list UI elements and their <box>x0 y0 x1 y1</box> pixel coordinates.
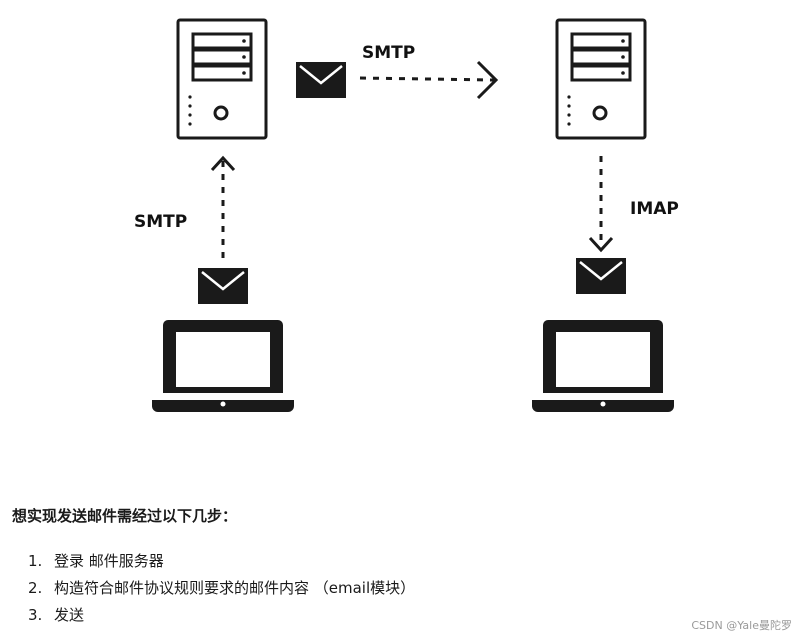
step-number: 2. <box>28 579 43 597</box>
receiver-server-dots <box>567 39 625 126</box>
steps-list: 1. 登录 邮件服务器 2. 构造符合邮件协议规则要求的邮件内容 （email模块）… <box>12 548 415 629</box>
receiver-laptop-icon <box>532 320 674 412</box>
step-label: 登录 邮件服务器 <box>54 552 164 570</box>
smtp-server-arrow <box>359 60 499 100</box>
mail-icon <box>576 258 626 294</box>
smtp-top-label: SMTP <box>362 43 415 63</box>
intro-heading: 想实现发送邮件需经过以下几步： <box>12 507 238 525</box>
list-item: 1. 登录 邮件服务器 <box>12 548 415 575</box>
mail-icon <box>198 268 248 304</box>
step-number: 3. <box>28 606 43 624</box>
sender-server-icon <box>176 18 268 140</box>
list-item: 2. 构造符合邮件协议规则要求的邮件内容 （email模块） <box>12 575 415 602</box>
imap-label: IMAP <box>630 199 679 219</box>
email-flow-diagram: SMTP SMTP IMAP <box>134 18 679 412</box>
smtp-left-label: SMTP <box>134 212 187 232</box>
imap-download-arrow <box>588 156 614 253</box>
receiver-server-icon <box>555 18 647 140</box>
step-label: 构造符合邮件协议规则要求的邮件内容 （email模块） <box>54 579 416 597</box>
smtp-upload-arrow <box>210 155 236 258</box>
step-label: 发送 <box>54 606 85 624</box>
sender-laptop-icon <box>152 320 294 412</box>
list-item: 3. 发送 <box>12 602 415 629</box>
mail-icon <box>296 62 346 98</box>
step-number: 1. <box>28 552 43 570</box>
sender-server-dots <box>188 39 246 126</box>
watermark: CSDN @Yale曼陀罗 <box>691 619 792 632</box>
